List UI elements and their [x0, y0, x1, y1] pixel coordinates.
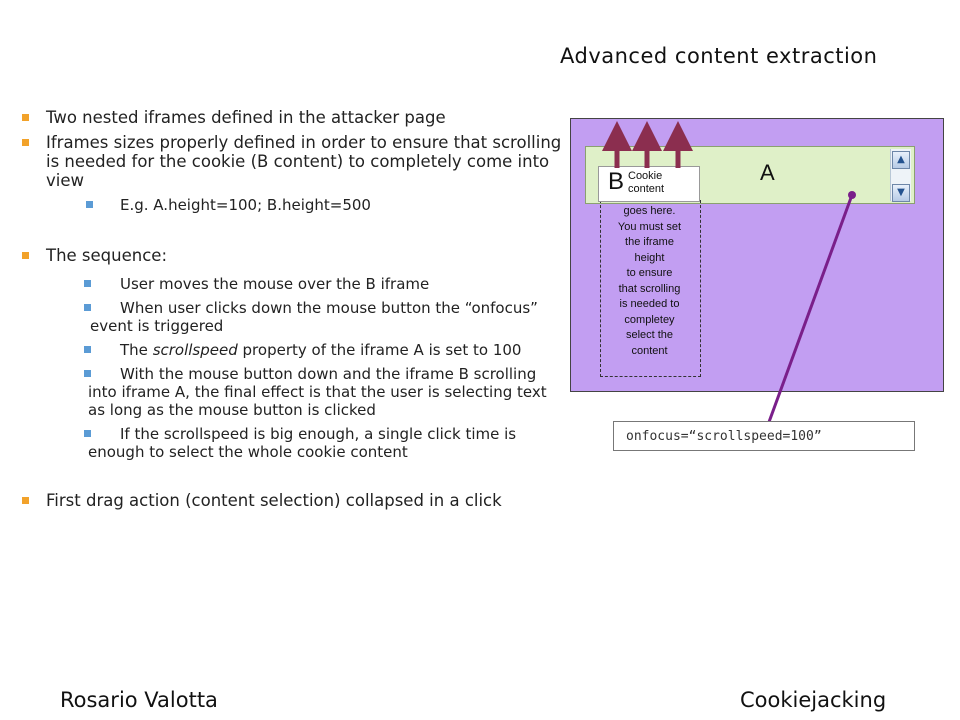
- cookie-content-line: content: [628, 183, 665, 195]
- overflow-line: You must set: [617, 220, 682, 233]
- scroll-up-icon[interactable]: ▲: [892, 151, 910, 169]
- bullet-item: Iframes sizes properly defined in order …: [20, 133, 565, 190]
- sub-bullet-item: With the mouse button down and the ifram…: [20, 365, 565, 419]
- iframe-b-overflow-text: goes here. You must set the iframe heigh…: [601, 204, 698, 359]
- iframe-b-label: B: [608, 168, 625, 195]
- iframe-a-label: A: [760, 160, 775, 185]
- bullet-list: Two nested iframes defined in the attack…: [20, 108, 565, 510]
- overflow-line: goes here.: [623, 205, 676, 217]
- sub-bullet-text: The: [120, 341, 148, 359]
- overflow-line: height: [634, 251, 665, 264]
- iframe-b-overflow-outline: [600, 200, 701, 377]
- sub-bullet-item: User moves the mouse over the B iframe: [20, 275, 565, 293]
- sub-bullet-item: The scrollspeed property of the iframe A…: [20, 341, 565, 359]
- bullet-item: The sequence:: [20, 246, 565, 265]
- sub-bullet-text: property of the iframe A is set to 100: [242, 341, 522, 359]
- sub-bullet-item: If the scrollspeed is big enough, a sing…: [20, 425, 565, 461]
- footer-author: Rosario Valotta: [60, 688, 218, 712]
- overflow-line: select the: [625, 329, 674, 341]
- sub-bullet-item: When user clicks down the mouse button t…: [20, 299, 565, 335]
- overflow-line: completey: [624, 313, 675, 326]
- bullet-item: Two nested iframes defined in the attack…: [20, 108, 565, 127]
- sub-bullet-item: E.g. A.height=100; B.height=500: [20, 196, 565, 214]
- onfocus-code-box: onfocus=“scrollspeed=100”: [613, 421, 915, 451]
- footer-topic: Cookiejacking: [740, 688, 887, 712]
- bullet-item: First drag action (content selection) co…: [20, 491, 565, 510]
- overflow-line: is needed to: [619, 298, 680, 310]
- cookie-content-label: Cookie content: [628, 170, 664, 196]
- slide-title: Advanced content extraction: [560, 44, 878, 68]
- connector-line: [767, 194, 854, 423]
- iframe-b: [598, 166, 700, 202]
- overflow-line: content: [631, 344, 668, 357]
- cookie-content-line: Cookie: [628, 170, 663, 182]
- overflow-line: to ensure: [626, 267, 673, 279]
- overflow-line: that scrolling: [618, 282, 681, 295]
- sub-bullet-emphasis: scrollspeed: [152, 341, 238, 359]
- overflow-line: the iframe: [625, 236, 674, 248]
- scroll-down-icon[interactable]: ▼: [892, 184, 910, 202]
- connector-dot: [848, 191, 856, 199]
